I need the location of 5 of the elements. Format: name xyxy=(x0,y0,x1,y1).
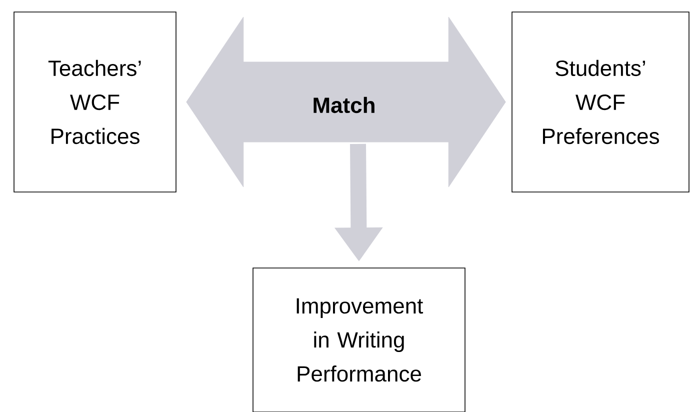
text-box: Students’ WCF Preferences xyxy=(512,12,690,192)
double-arrow xyxy=(186,16,506,188)
edge-label: Match xyxy=(310,94,378,116)
text-box: Improvement in Writing Performance xyxy=(252,268,466,412)
text-box: Teachers’ WCF Practices xyxy=(14,12,176,192)
